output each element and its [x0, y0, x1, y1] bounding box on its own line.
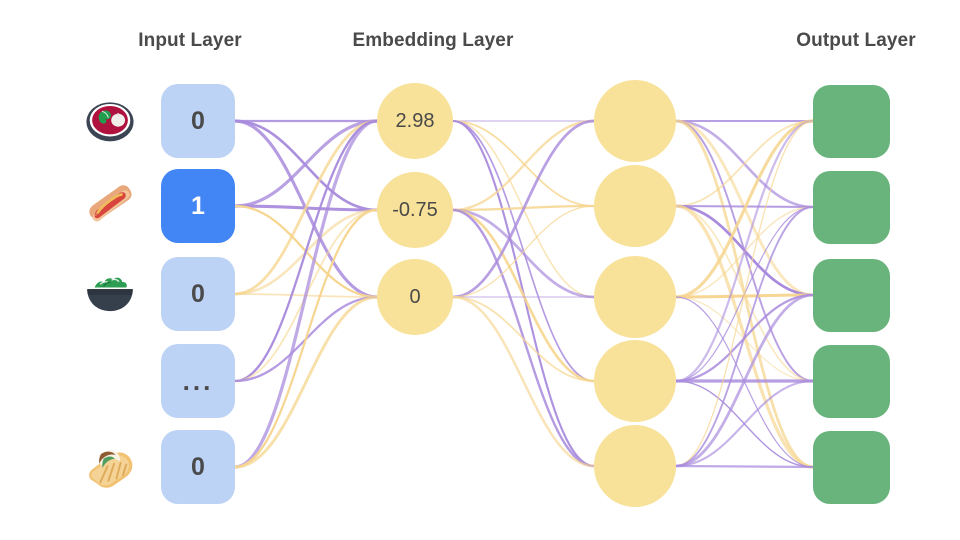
input-node-5[interactable]: 0 [161, 430, 235, 504]
hidden-node-3[interactable] [594, 256, 676, 338]
embedding-node-value: -0.75 [392, 198, 438, 221]
hidden-node-2[interactable] [594, 165, 676, 247]
output-node-1[interactable] [812, 84, 890, 158]
input-node-value: 0 [191, 452, 205, 481]
meat-dish-icon [84, 95, 136, 147]
edges-embedding-to-hidden [452, 119, 595, 468]
embedding-node-value: 2.98 [395, 109, 435, 132]
hidden-node-4[interactable] [594, 340, 676, 422]
input-node-value: 1 [191, 191, 205, 220]
green-salad-icon [84, 268, 136, 320]
embedding-node-value: 0 [409, 285, 421, 308]
input-node-3[interactable]: 0 [161, 257, 235, 331]
input-layer-title: Input Layer [138, 30, 242, 51]
input-node-value: 0 [191, 279, 205, 308]
input-node-1[interactable]: 0 [161, 84, 235, 158]
input-node-value: 0 [191, 106, 205, 135]
embedding-node-2[interactable]: -0.75 [377, 172, 453, 248]
input-node-value: ... [182, 366, 214, 396]
output-node-5[interactable] [812, 430, 890, 504]
output-node-4[interactable] [812, 344, 890, 418]
edges-input-to-embedding [234, 119, 378, 469]
embedding-layer-title: Embedding Layer [352, 30, 514, 51]
hidden-node-5[interactable] [594, 425, 676, 507]
burrito-icon [84, 441, 136, 493]
edges-hidden-to-output [675, 119, 814, 469]
hot-dog-icon [84, 180, 136, 232]
embedding-node-1[interactable]: 2.98 [377, 83, 453, 159]
embedding-node-3[interactable]: 0 [377, 259, 453, 335]
input-node-4[interactable]: ... [161, 344, 235, 418]
output-node-3[interactable] [812, 258, 890, 332]
input-node-2[interactable]: 1 [161, 169, 235, 243]
hidden-node-1[interactable] [594, 80, 676, 162]
output-layer-title: Output Layer [796, 30, 916, 51]
output-node-2[interactable] [812, 170, 890, 244]
